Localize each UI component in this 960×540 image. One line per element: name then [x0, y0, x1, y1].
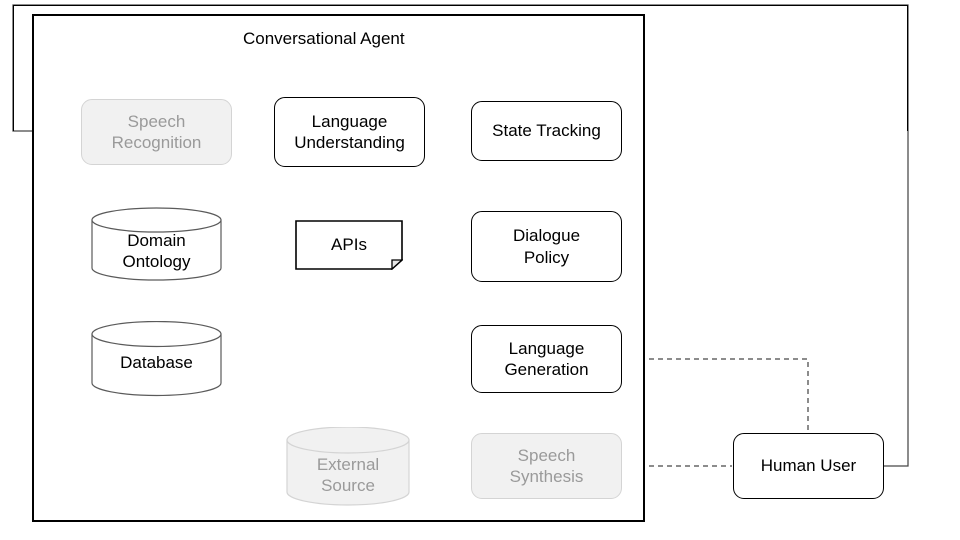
outer-feedback-frame	[13, 5, 908, 131]
edge-language-generation-to-human-user	[622, 358, 809, 432]
node-speech-synthesis[interactable]: Speech Synthesis	[471, 433, 622, 499]
node-state-tracking[interactable]: State Tracking	[471, 101, 622, 161]
node-domain-ontology-label: Domain Ontology	[122, 230, 191, 271]
domain-ontology-cylinder-shape	[91, 207, 222, 281]
node-speech-synthesis-label: Speech Synthesis	[509, 445, 584, 486]
node-apis[interactable]: APIs	[295, 220, 403, 270]
node-database-label: Database	[120, 353, 193, 373]
external-source-cylinder-shape	[286, 427, 410, 506]
conversational-agent-title: Conversational Agent	[243, 29, 405, 48]
node-domain-ontology[interactable]: Domain Ontology	[91, 207, 222, 281]
node-external-source-label: External Source	[316, 454, 380, 495]
node-dialogue-policy[interactable]: Dialogue Policy	[471, 211, 622, 282]
node-external-source[interactable]: External Source	[286, 427, 410, 507]
node-database[interactable]: Database	[91, 321, 222, 397]
node-language-generation-label: Language Generation	[504, 338, 589, 379]
node-language-generation[interactable]: Language Generation	[471, 325, 622, 393]
apis-document-shape	[295, 220, 403, 270]
node-human-user-label: Human User	[760, 456, 857, 476]
node-dialogue-policy-label: Dialogue Policy	[512, 226, 581, 267]
node-human-user[interactable]: Human User	[733, 433, 884, 499]
node-language-understanding-label: Language Understanding	[294, 111, 405, 152]
node-speech-recognition[interactable]: Speech Recognition	[81, 99, 232, 165]
node-apis-label: APIs	[331, 235, 367, 255]
node-state-tracking-label: State Tracking	[492, 121, 601, 141]
node-speech-recognition-label: Speech Recognition	[111, 111, 202, 152]
node-language-understanding[interactable]: Language Understanding	[274, 97, 425, 167]
database-cylinder-shape	[91, 321, 222, 397]
